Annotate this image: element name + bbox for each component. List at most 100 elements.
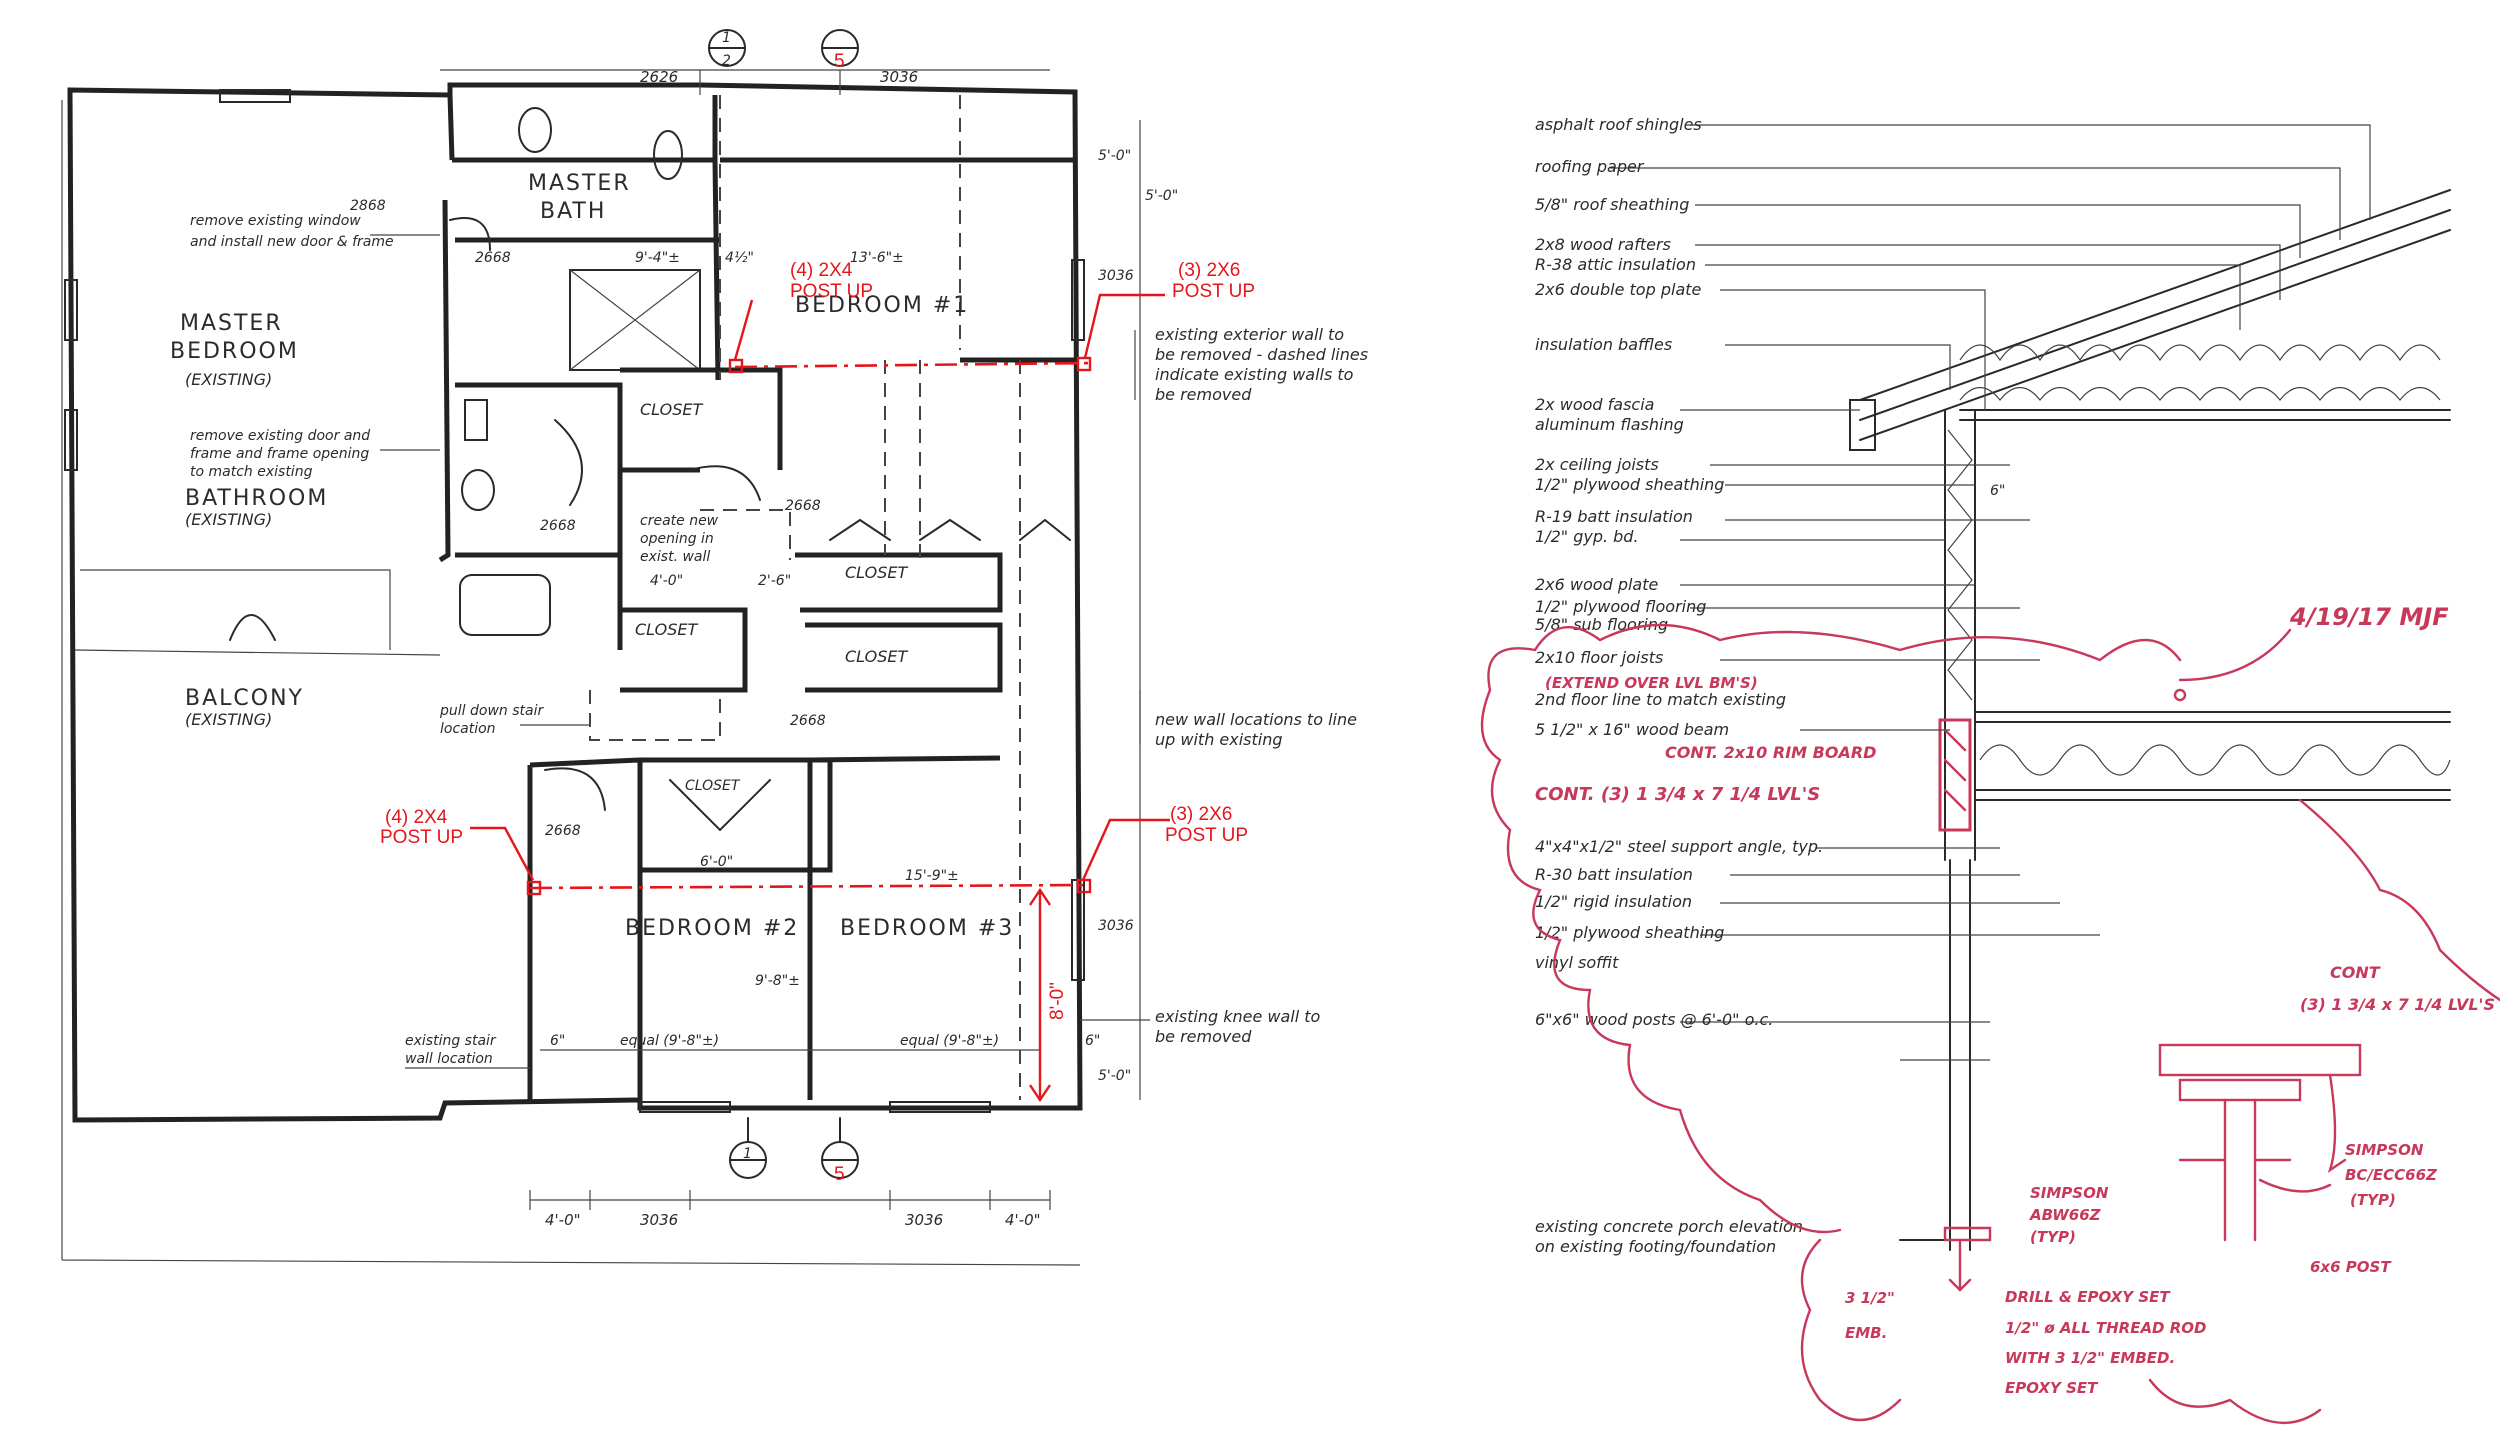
date-leader (2178, 628, 2292, 682)
svg-text:frame and frame opening: frame and frame opening (190, 446, 369, 462)
dim-label: 2'-6" (758, 573, 791, 589)
closet-label: CLOSET (845, 563, 908, 582)
svg-text:1/2" rigid insulation: 1/2" rigid insulation (1535, 892, 1692, 911)
post-detail (2178, 1098, 2292, 1242)
markup-post: 6x6 POST (2310, 1258, 2392, 1276)
section-marker-bottom-1: 1 (729, 1117, 767, 1179)
red-note: (4) 2X4 (790, 260, 853, 281)
dim-label: 6" (1085, 1033, 1100, 1049)
svg-text:4"x4"x1/2" steel support angle: 4"x4"x1/2" steel support angle, typ. (1535, 837, 1823, 856)
leader (1720, 289, 1986, 410)
bedroom-1-walls (720, 157, 1075, 363)
master-bedroom-wall (438, 94, 455, 563)
room-label-balcony: BALCONY (185, 686, 304, 711)
svg-text:existing stair: existing stair (405, 1033, 497, 1049)
toilet-master (518, 107, 552, 153)
markup-detail-title: (3) 1 3/4 x 7 1/4 LVL'S (2300, 995, 2495, 1014)
svg-text:create new: create new (640, 513, 719, 529)
section-marker-top-1: 1 2 (708, 29, 746, 69)
dim-door: 2668 (790, 713, 826, 729)
note-knee-wall: existing knee wall to be removed (1080, 1007, 1321, 1046)
leader (1690, 124, 2371, 220)
svg-text:1/2" gyp. bd.: 1/2" gyp. bd. (1535, 527, 1639, 546)
red-dim-arrow (1029, 887, 1051, 1103)
dim-label: 5'-0" (1145, 188, 1178, 204)
red-leader (733, 299, 754, 361)
window-left-2 (64, 409, 78, 471)
top-dim-line (440, 69, 1050, 95)
svg-text:existing concrete porch elevat: existing concrete porch elevation (1535, 1217, 1803, 1236)
dashed-stair (589, 690, 721, 741)
cloud-markup-left (1480, 647, 1842, 1234)
cloud-markup-top (1533, 623, 2182, 662)
leader (1725, 344, 1951, 390)
marker-sheet: 2 (722, 53, 731, 69)
closet-door (669, 779, 771, 832)
svg-text:R-19 batt insulation: R-19 batt insulation (1535, 507, 1693, 526)
dashed-wall-b (959, 95, 1021, 1100)
markup-simpson: SIMPSON (2345, 1141, 2424, 1159)
dim-bottom: 4'-0" (1005, 1211, 1041, 1229)
room-label-bathroom: BATHROOM (185, 486, 328, 511)
closet-label: CLOSET (845, 647, 908, 666)
balcony-wall (74, 569, 441, 656)
svg-text:exist. wall: exist. wall (640, 549, 710, 565)
dim-door: 2668 (785, 498, 821, 514)
markup-simpson: BC/ECC66Z (2345, 1166, 2438, 1184)
floor-plan: 1 2 5 1 5 MASTER BEDROOM (EXISTING) MAST… (61, 29, 1368, 1266)
window-left-1 (64, 279, 78, 341)
base-bracket (1943, 1226, 1992, 1242)
closet-label: CLOSET (640, 400, 703, 419)
closet-3-4 (795, 552, 1003, 693)
markup-emb: EMB. (1845, 1324, 1887, 1342)
closet-label: CLOSET (685, 778, 741, 794)
leader (1705, 264, 2241, 330)
svg-text:opening in: opening in (640, 531, 714, 547)
marker-number-red: 5 (834, 51, 845, 72)
dim-top: 3036 (880, 68, 918, 86)
note-stair-wall: existing stair wall location (405, 1033, 530, 1069)
svg-text:new wall locations to line: new wall locations to line (1155, 710, 1357, 729)
svg-text:2x8 wood rafters: 2x8 wood rafters (1535, 235, 1671, 254)
wall-insulation (1947, 429, 1973, 701)
door-swing-4 (544, 767, 606, 811)
svg-text:2x wood fascia: 2x wood fascia (1535, 395, 1654, 414)
dim-label: 9'-8"± (755, 973, 800, 989)
bedroom-3-top (809, 755, 1001, 763)
room-label-bedroom-1: BEDROOM #1 (795, 293, 969, 318)
markup-drill: 1/2" ø ALL THREAD ROD (2005, 1319, 2206, 1337)
svg-text:location: location (440, 721, 496, 737)
note-create-opening: create new opening in exist. wall (640, 513, 719, 565)
svg-text:roofing paper: roofing paper (1535, 157, 1645, 176)
markup-drill: DRILL & EPOXY SET (2005, 1288, 2171, 1306)
attic-insulation-2 (1959, 386, 2441, 401)
svg-text:2x6 wood plate: 2x6 wood plate (1535, 575, 1659, 594)
markup-date: 4/19/17 MJF (2289, 603, 2449, 631)
markup-simpson-base: ABW66Z (2029, 1206, 2102, 1224)
dim-door: 2868 (350, 198, 386, 214)
svg-text:R-30 batt insulation: R-30 batt insulation (1535, 865, 1693, 884)
red-post-top-right (1076, 356, 1092, 372)
door-swing-5 (229, 614, 276, 641)
dashed-wall-c (884, 360, 921, 560)
svg-text:aluminum flashing: aluminum flashing (1535, 415, 1684, 434)
dim-top: 2626 (640, 68, 678, 86)
lvl-hatch (1943, 728, 1967, 812)
svg-text:existing knee wall to: existing knee wall to (1155, 1007, 1321, 1026)
note-pull-down: pull down stair location (439, 703, 590, 737)
svg-text:5 1/2" x 16" wood beam: 5 1/2" x 16" wood beam (1535, 720, 1729, 739)
dim-right: 5'-0" (1098, 1068, 1131, 1084)
svg-text:6"x6" wood posts @ 6'-0" o.c.: 6"x6" wood posts @ 6'-0" o.c. (1535, 1010, 1773, 1029)
anchor-rod (1948, 1238, 1972, 1292)
dim-equal: equal (9'-8"±) (620, 1033, 719, 1049)
dim-label: 6" (550, 1033, 565, 1049)
dim-door: 2668 (475, 250, 511, 266)
dim-label: 4'-0" (650, 573, 683, 589)
cloud-markup-bottom-right (2148, 1378, 2322, 1425)
markup-lvl: CONT. (3) 1 3/4 x 7 1/4 LVL'S (1535, 784, 1820, 805)
room-label-master-bedroom: MASTER (180, 311, 283, 336)
bifold-doors (829, 518, 1071, 541)
floor-lines (1974, 711, 2451, 801)
svg-text:remove existing window: remove existing window (190, 213, 361, 229)
